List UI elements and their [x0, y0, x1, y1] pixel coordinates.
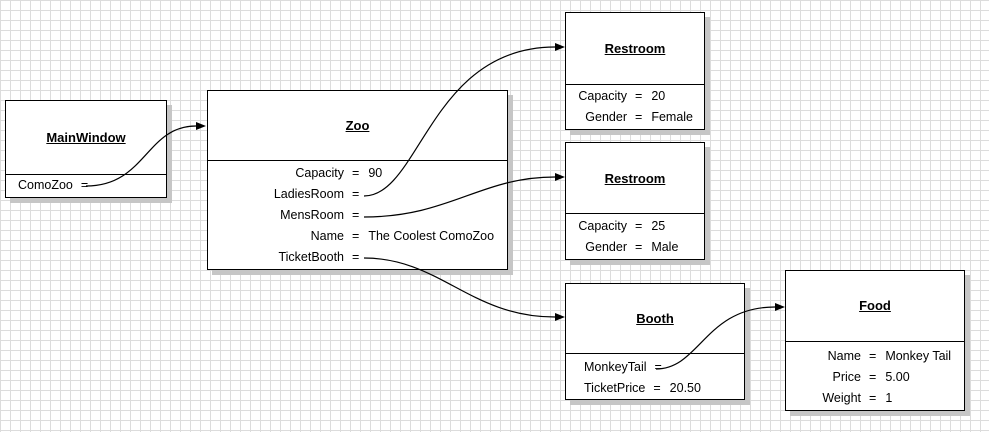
- field-name: Gender: [585, 110, 627, 124]
- field-row: Weight = 1: [786, 388, 964, 409]
- field-row: Price = 5.00: [786, 367, 964, 388]
- object-fields: MonkeyTail = TicketPrice = 20.50: [566, 354, 744, 399]
- equals-sign: =: [635, 89, 643, 103]
- object-title: Restroom: [566, 13, 704, 85]
- object-box-restroom-female[interactable]: Restroom Capacity = 20 Gender = Female: [565, 12, 705, 130]
- field-name: Name: [310, 229, 344, 243]
- object-box-booth[interactable]: Booth MonkeyTail = TicketPrice = 20.50: [565, 283, 745, 400]
- field-value: 1: [885, 391, 893, 405]
- object-fields: Capacity = 20 Gender = Female: [566, 85, 704, 128]
- equals-sign: =: [80, 178, 89, 192]
- equals-sign: =: [653, 381, 661, 395]
- object-title: Restroom: [566, 143, 704, 214]
- object-box-zoo[interactable]: Zoo Capacity = 90 LadiesRoom = MensRoom …: [207, 90, 508, 270]
- field-name: Capacity: [295, 166, 344, 180]
- field-row: Gender = Male: [566, 236, 704, 257]
- equals-sign: =: [869, 349, 877, 363]
- field-value: 90: [368, 166, 383, 180]
- field-row: Capacity = 25: [566, 215, 704, 236]
- object-title: Food: [786, 271, 964, 342]
- equals-sign: =: [635, 218, 643, 233]
- equals-sign: =: [352, 208, 360, 222]
- field-row: TicketPrice = 20.50: [566, 378, 744, 399]
- field-name: MonkeyTail: [584, 360, 647, 374]
- object-fields: Capacity = 25 Gender = Male: [566, 214, 704, 257]
- object-box-restroom-male[interactable]: Restroom Capacity = 25 Gender = Male: [565, 142, 705, 260]
- field-row: LadiesRoom =: [208, 184, 507, 205]
- object-fields: Name = Monkey Tail Price = 5.00 Weight =…: [786, 342, 964, 409]
- object-box-mainwindow[interactable]: MainWindow ComoZoo =: [5, 100, 167, 198]
- field-row: MensRoom =: [208, 205, 507, 226]
- equals-sign: =: [869, 391, 877, 405]
- field-row: Gender = Female: [566, 107, 704, 128]
- field-row: Capacity = 20: [566, 86, 704, 107]
- field-name: Gender: [585, 239, 627, 254]
- field-name: TicketPrice: [584, 381, 646, 395]
- equals-sign: =: [352, 187, 360, 201]
- field-name: Name: [827, 349, 861, 363]
- field-row: Name = Monkey Tail: [786, 346, 964, 367]
- field-name: Weight: [822, 391, 861, 405]
- equals-sign: =: [869, 370, 877, 384]
- field-name: Price: [832, 370, 861, 384]
- field-value: Monkey Tail: [885, 349, 952, 363]
- field-value: The Coolest ComoZoo: [368, 229, 495, 243]
- field-row: TicketBooth =: [208, 247, 507, 268]
- field-row: MonkeyTail =: [566, 357, 744, 378]
- object-title: Zoo: [208, 91, 507, 161]
- field-name: LadiesRoom: [273, 187, 344, 201]
- field-name: TicketBooth: [278, 250, 344, 264]
- field-value: 20: [651, 89, 666, 103]
- equals-sign: =: [635, 239, 643, 254]
- object-fields: Capacity = 90 LadiesRoom = MensRoom = Na…: [208, 161, 507, 268]
- field-name: Capacity: [578, 89, 627, 103]
- field-value: Female: [651, 110, 693, 124]
- field-value: 5.00: [885, 370, 910, 384]
- field-value: 25: [651, 218, 666, 233]
- field-name: MensRoom: [280, 208, 344, 222]
- field-row: Name = The Coolest ComoZoo: [208, 226, 507, 247]
- field-value: Male: [651, 239, 679, 254]
- object-box-food[interactable]: Food Name = Monkey Tail Price = 5.00 Wei…: [785, 270, 965, 411]
- field-row: ComoZoo =: [6, 175, 166, 196]
- field-name: Capacity: [578, 218, 627, 233]
- equals-sign: =: [352, 250, 360, 264]
- object-title: MainWindow: [6, 101, 166, 175]
- object-fields: ComoZoo =: [6, 175, 166, 196]
- object-title: Booth: [566, 284, 744, 354]
- equals-sign: =: [654, 360, 662, 374]
- equals-sign: =: [352, 166, 360, 180]
- equals-sign: =: [352, 229, 360, 243]
- field-row: Capacity = 90: [208, 163, 507, 184]
- field-value: 20.50: [669, 381, 701, 395]
- equals-sign: =: [635, 110, 643, 124]
- field-name: ComoZoo: [18, 178, 73, 192]
